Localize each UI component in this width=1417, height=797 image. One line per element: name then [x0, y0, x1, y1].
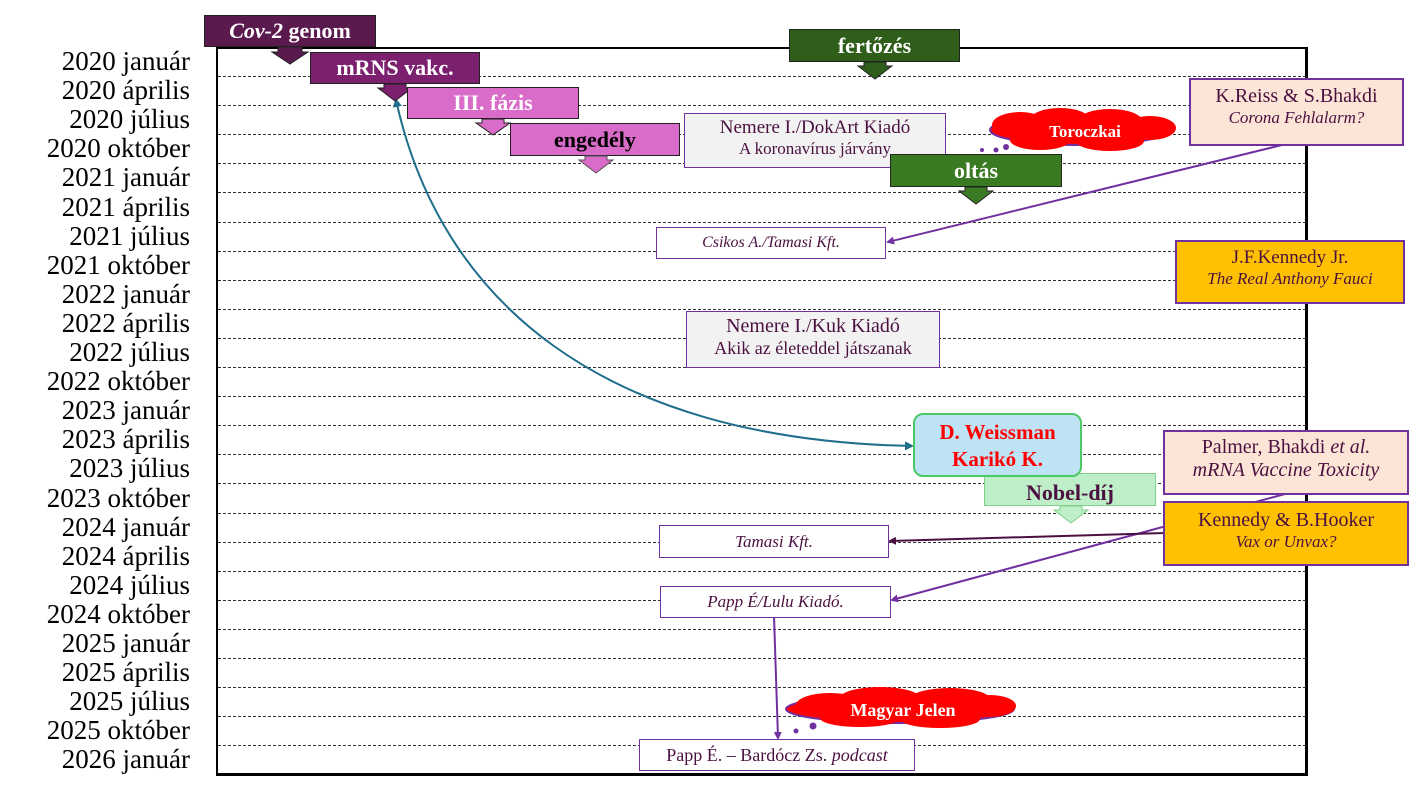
axis-label: 2020 április	[61, 75, 190, 106]
axis-label: 2024 október	[46, 598, 190, 629]
event-mrns-vakc: mRNS vakc.	[310, 52, 480, 84]
publication-csikos: Csikos A./Tamasi Kft.	[656, 227, 886, 259]
axis-label: 2025 április	[61, 657, 190, 688]
axis-label: 2023 április	[61, 424, 190, 455]
gridline	[218, 628, 1306, 630]
gridline	[218, 454, 1306, 456]
axis-label: 2026 január	[61, 744, 190, 775]
axis-label: 2021 október	[46, 249, 190, 280]
axis-label: 2025 október	[46, 715, 190, 746]
event-fazis-3: III. fázis	[407, 87, 579, 119]
publication-papp-podcast: Papp É. – Bardócz Zs. podcast	[639, 739, 915, 771]
timeline-frame	[216, 47, 1308, 776]
publication-palmer-bhakdi: Palmer, Bhakdi et al. mRNA Vaccine Toxic…	[1163, 430, 1409, 495]
event-nobel-dij: Nobel-díj	[984, 473, 1156, 506]
event-engedely: engedély	[510, 123, 680, 156]
gridline	[218, 221, 1306, 223]
gridline	[218, 279, 1306, 281]
axis-label: 2022 október	[46, 366, 190, 397]
gridline	[218, 105, 1306, 107]
gridline	[218, 76, 1306, 77]
publication-nemere-kuk: Nemere I./Kuk Kiadó Akik az életeddel já…	[686, 311, 940, 368]
event-weissman-kariko: D. Weissman Karikó K.	[913, 413, 1082, 477]
gridline	[218, 687, 1306, 689]
axis-label: 2021 július	[69, 220, 190, 251]
axis-label: 2022 január	[61, 278, 190, 309]
event-cov2-genom: Cov-2 genom	[204, 15, 376, 47]
axis-label: 2023 január	[61, 395, 190, 426]
gridline	[218, 483, 1306, 485]
axis-label: 2024 január	[61, 511, 190, 542]
publication-kennedy-hooker: Kennedy & B.Hooker Vax or Unvax?	[1163, 501, 1409, 566]
axis-label: 2020 október	[46, 133, 190, 164]
gridline	[218, 308, 1306, 310]
gridline	[218, 396, 1306, 398]
axis-label: 2021 április	[61, 191, 190, 222]
axis-label: 2025 január	[61, 628, 190, 658]
gridline	[218, 192, 1306, 194]
axis-label: 2024 április	[61, 540, 190, 571]
axis-label: 2021 január	[61, 162, 190, 193]
axis-label: 2022 április	[61, 307, 190, 338]
event-fertozes: fertőzés	[789, 29, 960, 62]
publication-kennedy-jr: J.F.Kennedy Jr. The Real Anthony Fauci	[1175, 240, 1405, 304]
axis-label: 2020 január	[61, 46, 190, 76]
event-oltas: oltás	[890, 154, 1062, 187]
axis-label: 2023 október	[46, 482, 190, 513]
axis-label: 2025 július	[69, 686, 190, 717]
publication-reiss-bhakdi: K.Reiss & S.Bhakdi Corona Fehlalarm?	[1189, 78, 1404, 146]
axis-label: 2022 július	[69, 337, 190, 367]
axis-label: 2024 július	[69, 569, 190, 600]
publication-papp-lulu: Papp É/Lulu Kiadó.	[660, 586, 891, 618]
gridline	[218, 425, 1306, 427]
gridline	[218, 570, 1306, 572]
axis-label: 2023 július	[69, 453, 190, 484]
gridline	[218, 716, 1306, 718]
gridline	[218, 658, 1306, 659]
axis-label: 2020 július	[69, 104, 190, 135]
publication-tamasi: Tamasi Kft.	[659, 525, 889, 558]
gridline	[218, 512, 1306, 514]
